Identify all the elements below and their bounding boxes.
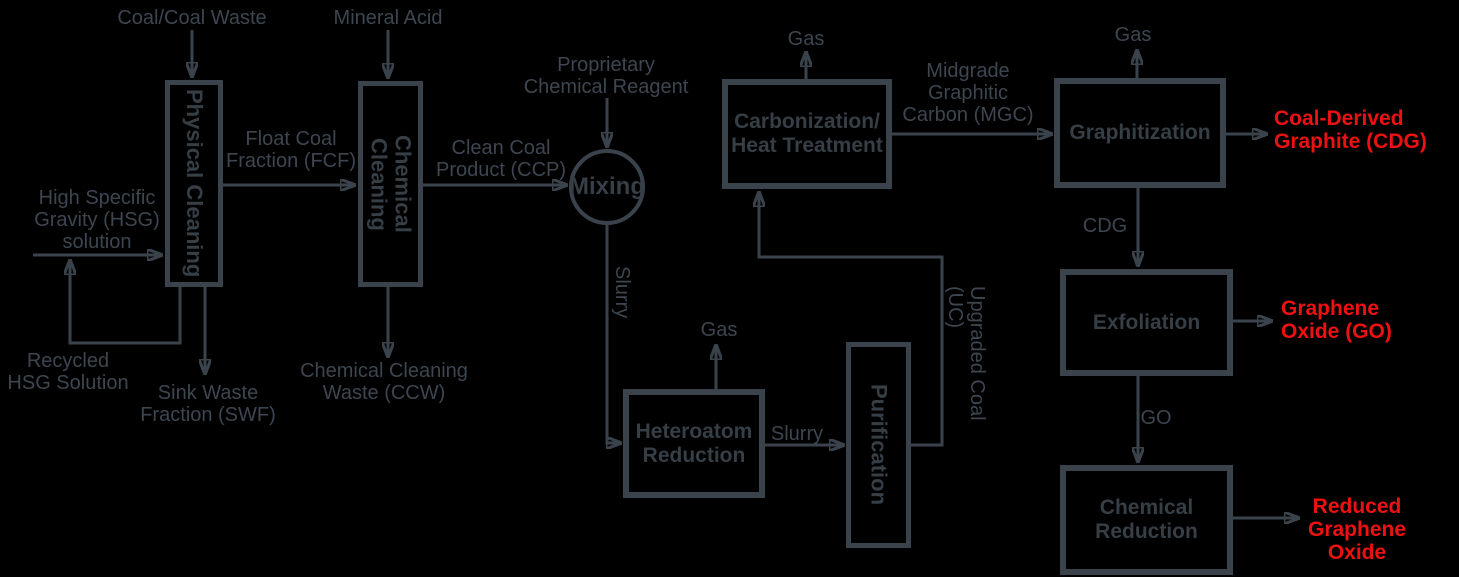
label-float-coal-fraction: Float Coal Fraction (FCF) <box>226 128 356 172</box>
label-upgraded-coal: Upgraded Coal (UC) <box>944 286 988 421</box>
node-graphitization-label: Graphitization <box>1069 121 1211 144</box>
label-gas-graphitization: Gas <box>1114 24 1152 46</box>
label-recycled-hsg: Recycled HSG Solution <box>7 350 129 394</box>
label-gas-heteroatom: Gas <box>700 319 738 341</box>
label-go: GO <box>1140 407 1172 429</box>
label-proprietary-reagent: Proprietary Chemical Reagent <box>523 54 689 98</box>
label-coal-coal-waste: Coal/Coal Waste <box>117 7 267 29</box>
arrow-mixing-to-heteroatom-slurry <box>605 225 620 443</box>
label-sink-waste-fraction: Sink Waste Fraction (SWF) <box>140 382 276 426</box>
output-graphene-oxide: Graphene Oxide (GO) <box>1281 297 1392 343</box>
node-chemical-cleaning-label: Chemical Cleaning <box>366 135 416 233</box>
label-hsg-solution: High Specific Gravity (HSG) solution <box>34 187 160 253</box>
output-coal-derived-graphite: Coal-Derived Graphite (CDG) <box>1274 107 1427 153</box>
node-purification: Purification <box>846 342 911 548</box>
node-carbonization-heat-treatment: Carbonization/ Heat Treatment <box>722 79 892 189</box>
node-physical-cleaning-label: Physical Cleaning <box>182 89 207 278</box>
output-reduced-graphene-oxide: Reduced Graphene Oxide <box>1307 495 1407 564</box>
label-cdg: CDG <box>1082 215 1128 237</box>
label-gas-carbonization: Gas <box>787 28 825 50</box>
node-chemical-cleaning: Chemical Cleaning <box>358 81 423 287</box>
node-chemical-reduction-label: Chemical Reduction <box>1095 496 1198 543</box>
label-mineral-acid: Mineral Acid <box>333 7 443 29</box>
label-slurry-to-heteroatom: Slurry <box>611 266 633 319</box>
label-chemical-cleaning-waste: Chemical Cleaning Waste (CCW) <box>300 360 468 404</box>
label-slurry-to-purification: Slurry <box>770 423 824 445</box>
arrow-recycled-hsg-loop <box>70 261 182 345</box>
node-chemical-reduction: Chemical Reduction <box>1060 465 1233 575</box>
node-purification-label: Purification <box>866 384 892 506</box>
node-heteroatom-reduction-label: Heteroatom Reduction <box>635 419 753 467</box>
node-heteroatom-reduction: Heteroatom Reduction <box>623 389 765 498</box>
node-carbonization-label: Carbonization/ Heat Treatment <box>731 110 883 157</box>
node-graphitization: Graphitization <box>1054 78 1226 188</box>
label-clean-coal-product: Clean Coal Product (CCP) <box>435 137 567 181</box>
label-midgrade-graphitic-carbon: Midgrade Graphitic Carbon (MGC) <box>902 60 1034 126</box>
node-exfoliation: Exfoliation <box>1060 269 1233 376</box>
node-physical-cleaning: Physical Cleaning <box>165 80 223 287</box>
arrow-purification-to-carbonization-uc <box>759 193 944 447</box>
node-mixing-label: Mixing <box>569 173 645 200</box>
node-exfoliation-label: Exfoliation <box>1092 310 1201 334</box>
node-mixing: Mixing <box>569 149 645 225</box>
